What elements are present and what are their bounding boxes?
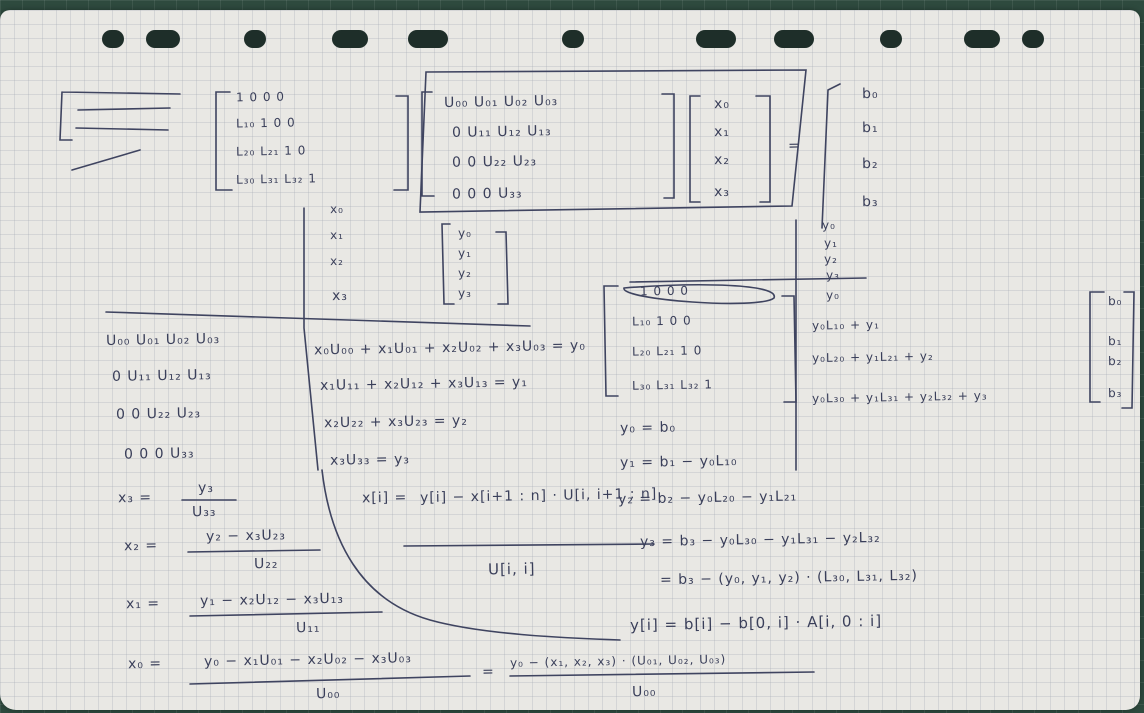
x3-lhs: x₃ = bbox=[117, 489, 153, 507]
y-column-0: y₀ bbox=[821, 217, 837, 233]
matrix-u-row-3: 0 0 0 U₃₃ bbox=[451, 185, 523, 203]
binder-hole bbox=[408, 30, 448, 48]
binder-hole bbox=[880, 30, 902, 48]
x1-lhs: x₁ = bbox=[125, 595, 161, 613]
y-column-4: y₀ bbox=[825, 287, 841, 303]
general-x-lhs: x[i] = bbox=[361, 489, 408, 507]
rhs-b-1: b₁ bbox=[1107, 333, 1123, 349]
x3-numerator: y₃ bbox=[197, 479, 215, 497]
y-column-3: y₃ bbox=[825, 267, 841, 283]
matrix-l-row-1: L₁₀ 1 0 0 bbox=[235, 115, 296, 131]
matrix-u-row-2: 0 0 U₂₂ U₂₃ bbox=[451, 153, 538, 171]
binder-hole bbox=[244, 30, 266, 48]
matrix-l-row-3: L₃₀ L₃₁ L₃₂ 1 bbox=[235, 171, 318, 187]
x0-lhs: x₀ = bbox=[127, 655, 163, 673]
rhs-b-3: b₃ bbox=[1107, 385, 1123, 401]
left-x-2: x₂ bbox=[329, 253, 345, 269]
vector-y-2: y₂ bbox=[457, 265, 473, 281]
lower-equation-1: y₀L₂₀ + y₁L₂₁ + y₂ bbox=[811, 348, 934, 366]
equals-sign: = bbox=[787, 137, 801, 155]
upper-row-2: 0 0 U₂₂ U₂₃ bbox=[115, 405, 202, 423]
binder-hole bbox=[332, 30, 368, 48]
vector-x-0: x₀ bbox=[713, 95, 731, 113]
vector-x-3: x₃ bbox=[713, 183, 731, 201]
left-x-3: x₃ bbox=[331, 287, 349, 305]
y-column-1: y₁ bbox=[823, 235, 839, 251]
x0-vector-equals: = bbox=[481, 663, 495, 681]
binder-hole bbox=[1022, 30, 1044, 48]
vector-b-1: b₁ bbox=[861, 119, 879, 137]
vector-b-2: b₂ bbox=[861, 155, 879, 173]
binder-hole bbox=[696, 30, 736, 48]
binder-hole bbox=[562, 30, 584, 48]
vector-x-1: x₁ bbox=[713, 123, 731, 141]
vector-x-2: x₂ bbox=[713, 151, 731, 169]
x1-denominator: U₁₁ bbox=[295, 619, 321, 637]
rhs-b-2: b₂ bbox=[1107, 353, 1123, 369]
left-x-0: x₀ bbox=[329, 201, 345, 217]
matrix-l-row-0: 1 0 0 0 bbox=[235, 89, 286, 105]
rhs-b-0: b₀ bbox=[1107, 293, 1123, 309]
y-solution-1: y₁ = b₁ − y₀L₁₀ bbox=[619, 452, 738, 472]
upper-row-0: U₀₀ U₀₁ U₀₂ U₀₃ bbox=[105, 331, 221, 349]
upper-equation-3: x₃U₃₃ = y₃ bbox=[329, 451, 411, 469]
binder-hole bbox=[964, 30, 1000, 48]
vector-y-1: y₁ bbox=[457, 245, 473, 261]
x1-numerator: y₁ − x₂U₁₂ − x₃U₁₃ bbox=[199, 590, 345, 610]
y-column-2: y₂ bbox=[823, 251, 839, 267]
upper-row-1: 0 U₁₁ U₁₂ U₁₃ bbox=[111, 367, 212, 385]
y-solution-2: y₂ = b₂ − y₀L₂₀ − y₁L₂₁ bbox=[617, 488, 798, 508]
lower-row-2: L₂₀ L₂₁ 1 0 bbox=[631, 343, 703, 359]
upper-equation-2: x₂U₂₂ + x₃U₂₃ = y₂ bbox=[323, 412, 469, 432]
matrix-u-row-0: U₀₀ U₀₁ U₀₂ U₀₃ bbox=[443, 93, 559, 111]
left-x-1: x₁ bbox=[329, 227, 345, 243]
x0-vector-denominator: U₀₀ bbox=[631, 683, 657, 701]
matrix-l-row-2: L₂₀ L₂₁ 1 0 bbox=[235, 143, 307, 159]
lower-row-0: 1 0 0 0 bbox=[639, 283, 690, 299]
binder-hole bbox=[146, 30, 180, 48]
y-solution-0: y₀ = b₀ bbox=[619, 419, 677, 437]
x3-denominator: U₃₃ bbox=[191, 503, 217, 521]
binder-hole bbox=[774, 30, 814, 48]
vector-b-3: b₃ bbox=[861, 193, 879, 211]
x2-denominator: U₂₂ bbox=[253, 555, 279, 573]
lower-row-1: L₁₀ 1 0 0 bbox=[631, 313, 692, 329]
binder-hole bbox=[102, 30, 124, 48]
upper-row-3: 0 0 0 U₃₃ bbox=[123, 445, 195, 463]
lower-row-3: L₃₀ L₃₁ L₃₂ 1 bbox=[631, 377, 714, 393]
x2-numerator: y₂ − x₃U₂₃ bbox=[205, 527, 287, 545]
vector-y-3: y₃ bbox=[457, 285, 473, 301]
x0-denominator: U₀₀ bbox=[315, 685, 341, 703]
lower-equation-0: y₀L₁₀ + y₁ bbox=[811, 317, 880, 333]
matrix-u-row-1: 0 U₁₁ U₁₂ U₁₃ bbox=[451, 123, 552, 141]
general-x-denominator: U[i, i] bbox=[487, 559, 536, 579]
notebook-paper bbox=[0, 10, 1140, 710]
vector-b-0: b₀ bbox=[861, 85, 879, 103]
x2-lhs: x₂ = bbox=[123, 537, 159, 555]
vector-y-0: y₀ bbox=[457, 225, 473, 241]
